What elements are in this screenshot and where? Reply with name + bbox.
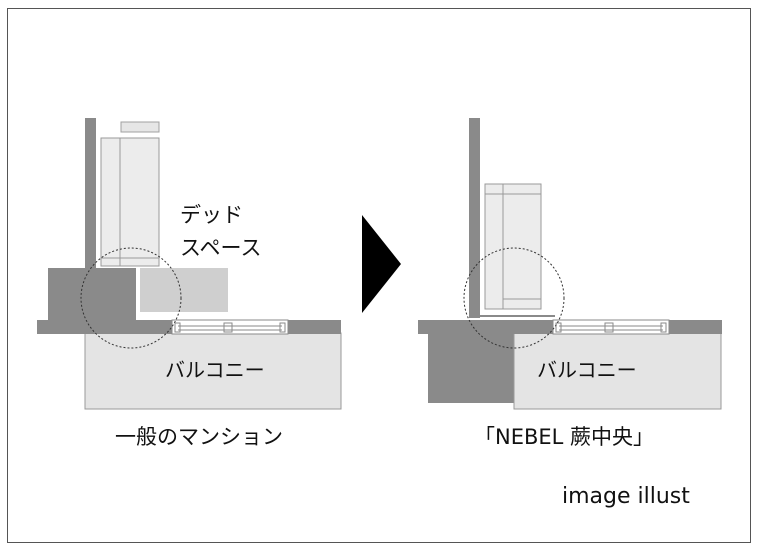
left-balcony-label: バルコニー: [165, 358, 265, 382]
right-highlight-circle: [463, 247, 565, 349]
right-balcony-ledge: [669, 320, 722, 334]
image-illust-note: image illust: [562, 484, 690, 509]
right-section-diagram: [418, 118, 722, 410]
left-balcony-ledge: [288, 320, 341, 334]
right-wall-vertical: [469, 118, 480, 318]
transition-arrow: [362, 215, 401, 313]
dead-space-area: [140, 268, 228, 312]
right-sash-frame: [484, 183, 542, 310]
right-balcony-slab: [513, 332, 722, 410]
left-sash-cap: [120, 121, 160, 133]
right-caption: 「NEBEL 蕨中央」: [474, 425, 654, 449]
left-wall-vertical: [85, 118, 96, 318]
left-sash-frame: [100, 137, 160, 267]
dead-space-label-line2: スペース: [180, 236, 261, 260]
left-caption: 一般のマンション: [115, 425, 283, 449]
left-highlight-circle: [80, 247, 182, 349]
left-section-diagram: [37, 118, 342, 410]
right-balcony-label: バルコニー: [537, 358, 637, 382]
dead-space-label-line1: デッド: [180, 203, 243, 227]
left-sill-block: [48, 268, 136, 320]
left-floor-ledge: [37, 320, 172, 334]
diagram-frame: [7, 8, 751, 543]
right-foundation-block: [428, 333, 516, 403]
right-floor-ledge: [418, 320, 553, 334]
